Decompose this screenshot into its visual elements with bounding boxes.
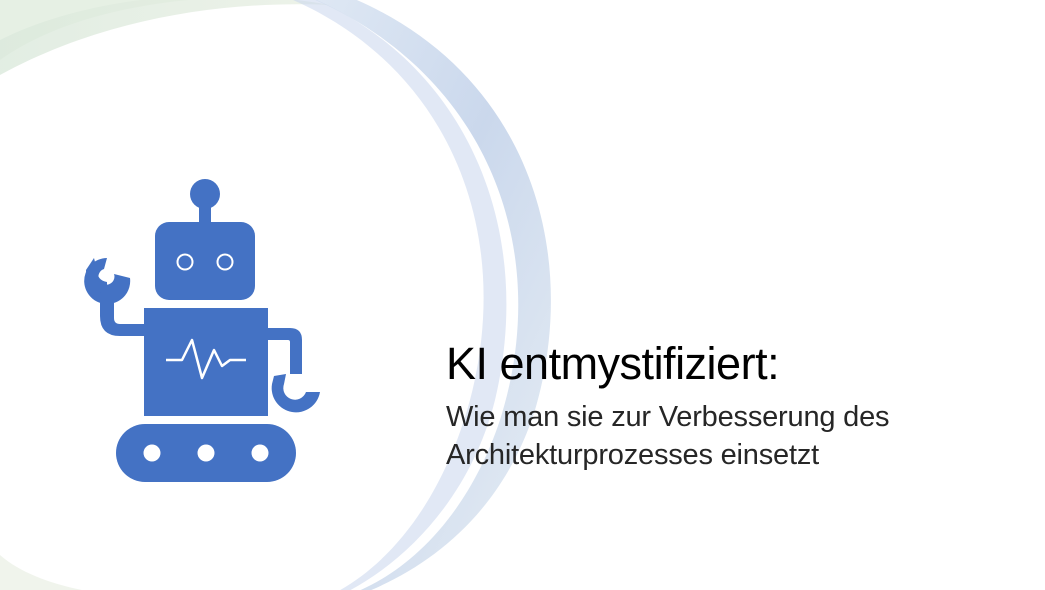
swirl-arc-outer bbox=[315, 0, 551, 590]
robot-eye-right bbox=[216, 253, 234, 271]
robot-head bbox=[155, 222, 255, 300]
robot-eye-left bbox=[176, 253, 194, 271]
robot-icon bbox=[84, 179, 320, 482]
robot-wheel-1 bbox=[143, 444, 161, 462]
robot-wheel-3 bbox=[251, 444, 269, 462]
robot-right-claw bbox=[271, 384, 320, 413]
subtitle-line-2: Architekturprozesses einsetzt bbox=[446, 439, 819, 471]
robot-pulse-line bbox=[166, 338, 246, 380]
robot-wheel-2 bbox=[197, 444, 215, 462]
slide-title: KI entmystifiziert: bbox=[446, 338, 780, 389]
swirl-top-green-2 bbox=[0, 0, 330, 75]
robot-antenna-stem bbox=[199, 202, 211, 226]
robot-body bbox=[144, 308, 268, 416]
slide-subtitle: Wie man sie zur Verbesserung des Archite… bbox=[446, 398, 1036, 474]
subtitle-line-1: Wie man sie zur Verbesserung des bbox=[446, 401, 890, 433]
swirl-bottom-left bbox=[0, 555, 83, 590]
title-block: KI entmystifiziert: Wie man sie zur Verb… bbox=[446, 336, 1036, 474]
robot-antenna-ball bbox=[190, 179, 220, 209]
robot-right-arm bbox=[268, 328, 302, 374]
swirl-arc-inner bbox=[292, 0, 507, 590]
